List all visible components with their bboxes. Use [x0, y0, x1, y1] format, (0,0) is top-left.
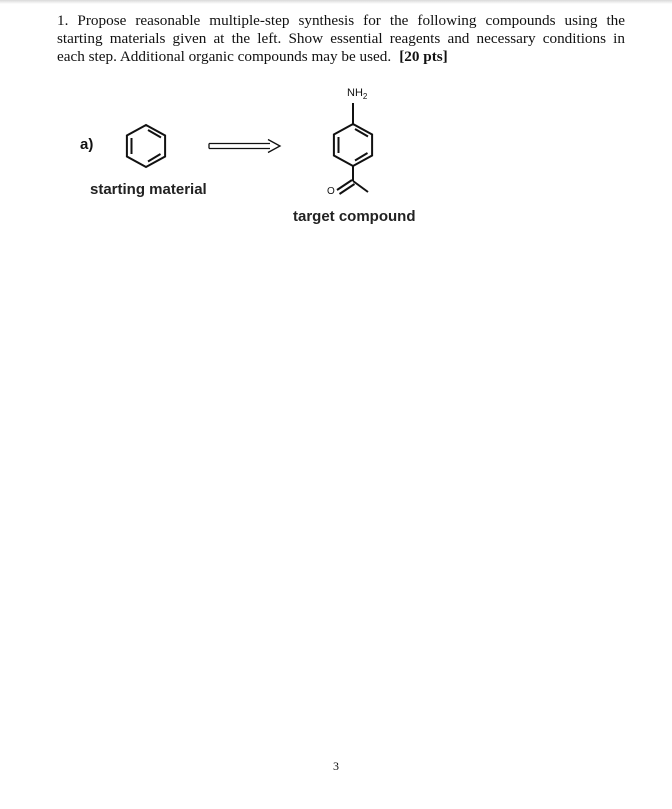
question-line-3-text: each step. Additional organic compounds … — [57, 48, 392, 65]
target-structure — [332, 103, 374, 195]
reaction-scheme — [125, 103, 374, 195]
question-number: 1. — [57, 12, 69, 29]
question-line-1-text: Propose reasonable multiple-step synthes… — [77, 12, 625, 29]
question-line-2: starting materials given at the left. Sh… — [57, 30, 625, 47]
reaction-arrow — [208, 138, 282, 154]
question-line-3: each step. Additional organic compounds … — [57, 48, 625, 66]
carbonyl-oxygen-label: O — [327, 186, 335, 197]
benzene-structure — [125, 123, 167, 169]
target-compound-caption: target compound — [293, 208, 416, 225]
amino-group-text: NH — [347, 87, 363, 99]
amino-group-label: NH2 — [347, 87, 367, 101]
part-label: a) — [80, 136, 94, 153]
amino-group-subscript: 2 — [362, 92, 368, 102]
question-text: 1. Propose reasonable multiple-step synt… — [57, 12, 625, 66]
starting-material-caption: starting material — [90, 181, 207, 198]
question-line-1: 1. Propose reasonable multiple-step synt… — [57, 12, 625, 30]
page-number: 3 — [333, 759, 339, 773]
page-top-shadow — [0, 0, 672, 4]
question-points: [20 pts] — [399, 48, 448, 65]
